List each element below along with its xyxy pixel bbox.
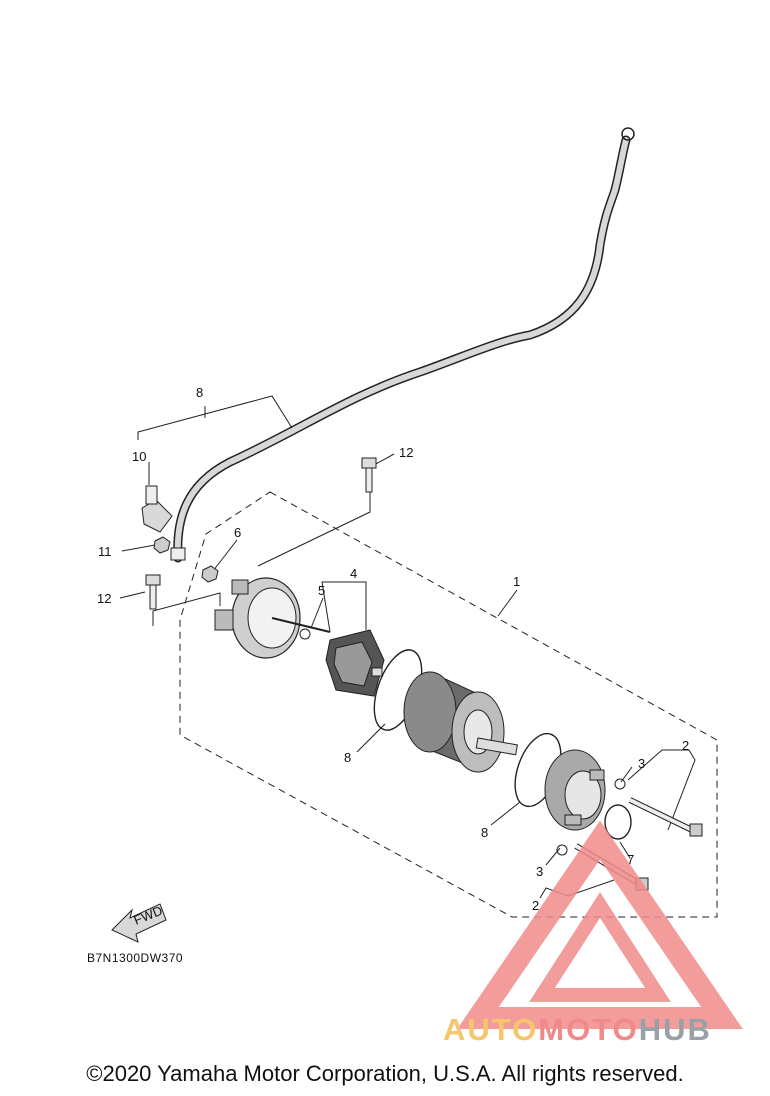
callout-8-right: 8 [481,825,488,840]
through-bolt-upper [628,797,703,837]
callout-2-bottom: 2 [532,898,539,913]
callout-10: 10 [132,449,146,464]
watermark-moto: MOTO [538,1012,639,1047]
callout-3-top: 3 [638,756,645,771]
assembly-boundary [179,491,718,918]
callout-6: 6 [234,525,241,540]
o-ring-small [299,628,311,640]
rear-cover [214,577,331,659]
bolt-left [145,574,161,610]
front-cover [544,749,606,831]
copyright-notice: ©2020 Yamaha Motor Corporation, U.S.A. A… [86,1061,684,1086]
starter-yoke [403,671,518,773]
callout-numbers: 8 10 11 6 12 12 4 5 1 8 8 2 3 3 7 2 [97,385,689,913]
watermark-brand: AUTOMOTOHUB [443,1012,763,1048]
callout-12-top: 12 [399,445,413,460]
bolt-upper [361,457,377,493]
fwd-arrow: FWD [111,903,167,943]
callout-7: 7 [627,852,634,867]
callout-8-left: 8 [344,750,351,765]
automotohub-logo-mark [457,820,743,1029]
callout-1: 1 [513,574,520,589]
o-ring-front [604,804,632,840]
callout-3-bottom: 3 [536,864,543,879]
terminal-nut [201,565,219,583]
leader-lines [119,395,696,899]
callout-2-top: 2 [682,738,689,753]
watermark-hub: HUB [638,1012,712,1047]
part-code: B7N1300DW370 [87,951,183,965]
callout-9: 8 [196,385,203,400]
washer-lower [556,844,568,856]
callout-12-left: 12 [97,591,111,606]
watermark-auto: AUTO [443,1012,539,1047]
callout-11: 11 [98,544,112,559]
callout-4: 4 [350,566,357,581]
hex-nut [153,536,171,554]
callout-5: 5 [318,583,325,598]
starter-cable [170,127,635,563]
terminal-cap [141,485,173,533]
brush-holder [325,629,385,697]
washer-upper [614,778,626,790]
